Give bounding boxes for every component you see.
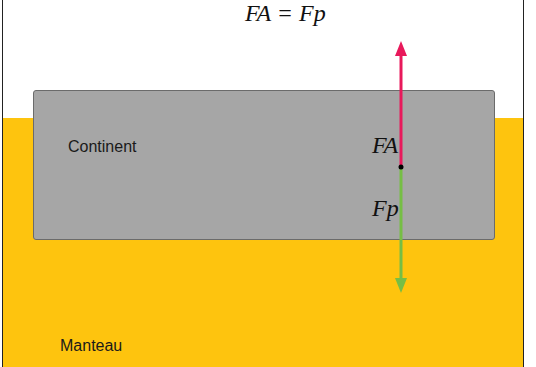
application-point (399, 165, 404, 170)
buoyancy-arrow (400, 54, 403, 167)
force-label: FA (372, 132, 398, 159)
weight-arrow (400, 167, 403, 280)
region-label: Manteau (60, 337, 122, 355)
continent-block: Continent (33, 90, 495, 240)
frame-line (523, 0, 524, 367)
arrow-head (395, 278, 407, 293)
equation-title: FA = Fp (245, 0, 326, 27)
region-label: Continent (68, 138, 137, 156)
arrow-head (395, 41, 407, 56)
force-label: Fp (372, 195, 399, 222)
